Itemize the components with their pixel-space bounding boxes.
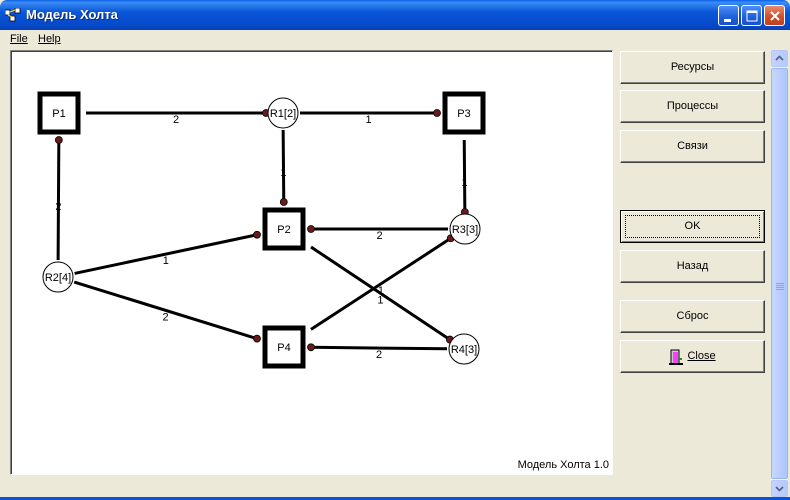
edge-endpoint-dot <box>433 109 441 117</box>
resources-button[interactable]: Ресурсы <box>620 51 765 84</box>
process-node-p2[interactable]: P2 <box>262 207 306 251</box>
process-label: P1 <box>52 108 65 120</box>
reset-button[interactable]: Сброс <box>620 300 765 333</box>
edge-weight-label: 1 <box>461 177 467 189</box>
edge-weight-label: 2 <box>173 114 179 126</box>
edge-weight-label: 1 <box>378 285 384 297</box>
back-button[interactable]: Назад <box>620 250 765 283</box>
edge-weight-label: 2 <box>376 349 382 361</box>
edge-r2-p4[interactable]: 2 <box>73 280 261 343</box>
window-title: Модель Холта <box>26 7 118 22</box>
edge-weight-label: 2 <box>55 201 61 213</box>
edge-p2-r4[interactable]: 1 <box>310 245 454 344</box>
menu-help[interactable]: Help <box>38 33 61 45</box>
edge-r2-p1[interactable]: 2 <box>54 136 63 261</box>
processes-button[interactable]: Процессы <box>620 90 765 123</box>
maximize-icon <box>746 10 758 22</box>
edge-endpoint-dot <box>307 343 315 352</box>
edge-endpoint-dot <box>253 334 261 343</box>
edge-r4-p4[interactable]: 2 <box>307 343 448 361</box>
edge-p3-r3[interactable]: 1 <box>460 139 469 216</box>
edge-endpoint-dot <box>54 136 63 144</box>
resource-node-r1[interactable]: R1[2] <box>267 97 299 129</box>
process-node-p4[interactable]: P4 <box>262 325 306 369</box>
edge-endpoint-dot <box>253 230 261 239</box>
resource-label: R2[4] <box>45 272 71 284</box>
links-button[interactable]: Связи <box>620 130 765 163</box>
edge-endpoint-dot <box>307 225 315 233</box>
edge-weight-label: 1 <box>163 255 169 267</box>
window-bottom-border <box>0 497 790 500</box>
process-label: P2 <box>277 224 290 236</box>
vertical-scrollbar[interactable] <box>771 50 788 497</box>
process-node-p3[interactable]: P3 <box>442 91 486 135</box>
edge-weight-label: 1 <box>280 167 286 179</box>
process-label: P4 <box>277 342 290 354</box>
resource-node-r4[interactable]: R4[3] <box>448 333 480 365</box>
close-icon <box>770 11 780 21</box>
ok-label: OK <box>684 220 701 232</box>
title-bar[interactable]: Модель Холта <box>0 0 790 30</box>
close-button[interactable]: Close <box>620 340 765 373</box>
scroll-up-button[interactable] <box>771 50 788 67</box>
menu-file[interactable]: File <box>10 33 28 45</box>
edge-weight-label: 1 <box>377 294 383 306</box>
edge-r3-p2[interactable]: 2 <box>307 225 449 243</box>
app-icon <box>5 8 21 22</box>
chevron-down-icon <box>775 486 784 492</box>
close-window-button[interactable] <box>764 5 785 26</box>
resource-label: R1[2] <box>270 108 296 120</box>
chevron-up-icon <box>775 55 784 61</box>
edge-endpoint-dot <box>279 198 288 206</box>
edge-weight-label: 1 <box>365 114 371 126</box>
process-node-p1[interactable]: P1 <box>37 91 81 135</box>
edge-weight-label: 2 <box>163 311 169 323</box>
edge-r2-p2[interactable]: 1 <box>74 230 261 275</box>
resource-node-r2[interactable]: R2[4] <box>42 261 74 293</box>
process-label: P3 <box>457 108 470 120</box>
minimize-button[interactable] <box>718 5 739 26</box>
edge-weight-label: 2 <box>376 230 382 242</box>
resource-label: R4[3] <box>451 344 477 356</box>
ok-button[interactable]: OK <box>620 210 765 243</box>
menu-bar: File Help <box>0 30 790 48</box>
minimize-icon <box>724 19 731 22</box>
maximize-button[interactable] <box>741 5 762 26</box>
canvas-caption: Модель Холта 1.0 <box>517 459 609 471</box>
resource-label: R3[3] <box>452 224 478 236</box>
edge-p1-r1[interactable]: 2 <box>86 109 270 127</box>
scroll-down-button[interactable] <box>771 480 788 497</box>
edge-r1-p2[interactable]: 1 <box>279 129 288 206</box>
focus-rect <box>625 215 760 238</box>
door-exit-icon <box>669 349 684 365</box>
close-label: Close <box>687 350 716 362</box>
edge-p4-r3[interactable]: 1 <box>310 234 455 331</box>
scroll-thumb[interactable] <box>771 68 788 479</box>
edge-r1-p3[interactable]: 1 <box>300 109 441 127</box>
resource-node-r3[interactable]: R3[3] <box>449 213 481 245</box>
